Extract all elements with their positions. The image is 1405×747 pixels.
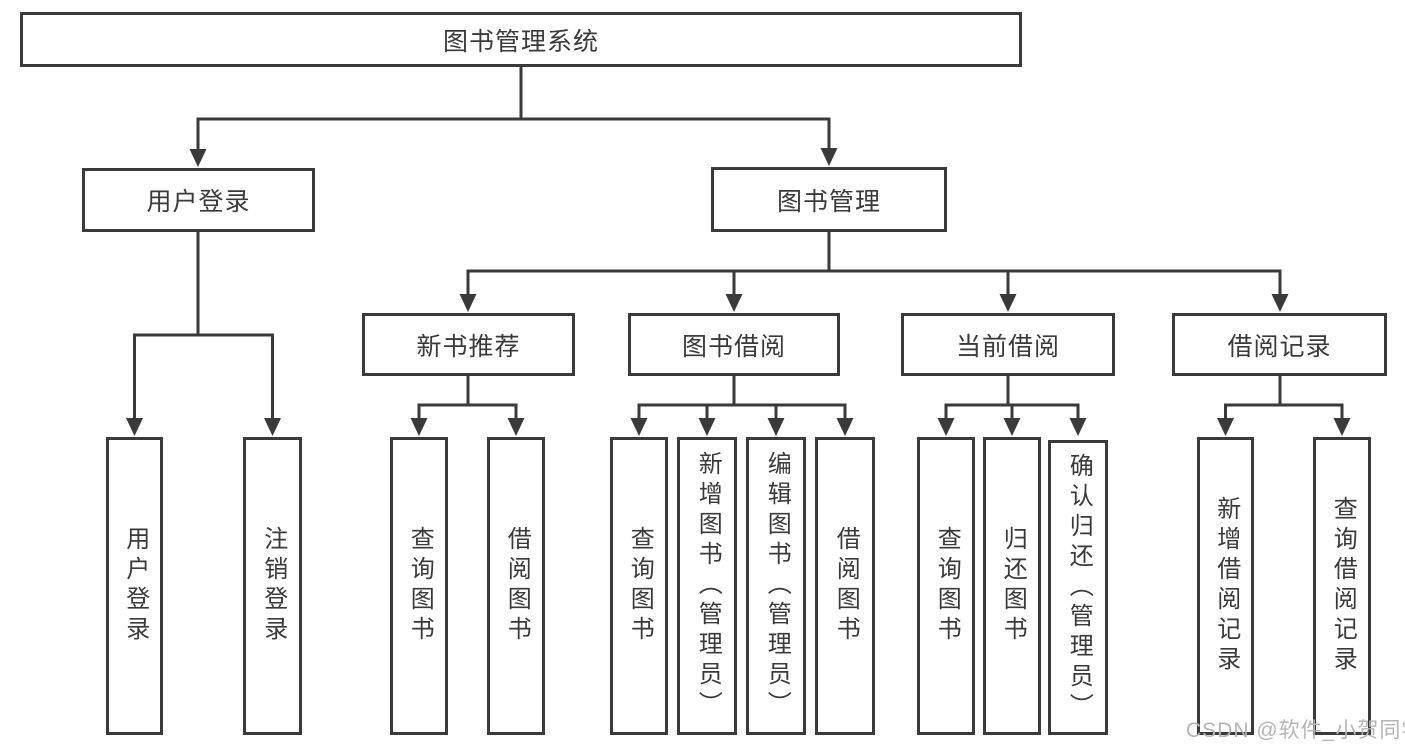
leaf-user-login: 用户登录	[106, 437, 163, 735]
arrowhead	[1069, 418, 1087, 436]
node-borrow-records: 借阅记录	[1172, 313, 1387, 376]
leaf-query-books-3: 查询图书	[917, 437, 975, 735]
node-new-book-recommend-label: 新书推荐	[416, 332, 521, 361]
leaf-query-borrow-record-label: 查询借阅记录	[1329, 496, 1357, 676]
arrowhead	[1003, 418, 1021, 436]
arrowhead	[1333, 418, 1351, 436]
arrowhead	[725, 294, 743, 312]
leaf-query-borrow-record: 查询借阅记录	[1313, 437, 1371, 735]
node-book-management: 图书管理	[711, 167, 947, 232]
connector-user-login-to-leaves	[133, 232, 274, 420]
leaf-add-borrow-record-label: 新增借阅记录	[1212, 496, 1240, 676]
arrowhead	[999, 294, 1017, 312]
leaf-borrow-books-2-label: 借阅图书	[832, 526, 860, 646]
node-book-borrow: 图书借阅	[628, 313, 840, 376]
arrowhead	[189, 149, 207, 167]
watermark: CSDN @软件_小贺同学	[1186, 719, 1405, 742]
leaf-edit-book-admin: 编辑图书（管理员）	[746, 437, 806, 735]
arrowhead	[126, 418, 143, 436]
node-current-borrow: 当前借阅	[901, 313, 1115, 376]
arrowhead	[264, 418, 281, 436]
arrowhead	[767, 418, 785, 436]
node-current-borrow-label: 当前借阅	[955, 332, 1060, 361]
node-borrow-records-label: 借阅记录	[1227, 332, 1332, 361]
leaf-query-books-1: 查询图书	[390, 437, 448, 735]
leaf-user-login-label: 用户登录	[121, 526, 149, 646]
arrowhead	[1217, 418, 1234, 436]
leaf-borrow-books-1: 借阅图书	[487, 437, 545, 735]
leaf-query-books-3-label: 查询图书	[933, 526, 961, 646]
arrowhead	[459, 294, 477, 312]
leaf-query-books-2-label: 查询图书	[626, 526, 654, 646]
arrowhead	[937, 418, 955, 436]
leaf-borrow-books-1-label: 借阅图书	[503, 526, 531, 646]
connector-current-borrow-to-leaves	[944, 376, 1080, 420]
connector-borrow-records-to-leaves	[1224, 376, 1344, 420]
leaf-borrow-books-2: 借阅图书	[815, 437, 875, 735]
leaf-confirm-return-admin-label: 确认归还（管理员）	[1065, 452, 1093, 723]
arrowhead	[836, 418, 854, 436]
leaf-add-book-admin-label: 新增图书（管理员）	[694, 451, 722, 721]
connector-root-to-level2	[196, 67, 831, 151]
node-new-book-recommend: 新书推荐	[362, 313, 575, 376]
node-book-borrow-label: 图书借阅	[681, 332, 786, 361]
arrowhead	[630, 418, 648, 436]
node-root: 图书管理系统	[20, 12, 1022, 67]
leaf-add-borrow-record: 新增借阅记录	[1197, 437, 1254, 735]
leaf-edit-book-admin-label: 编辑图书（管理员）	[763, 451, 791, 721]
node-root-label: 图书管理系统	[442, 27, 599, 56]
connector-book-mgmt-to-level3	[466, 232, 1282, 296]
leaf-add-book-admin: 新增图书（管理员）	[677, 437, 737, 735]
leaf-logout-label: 注销登录	[259, 526, 287, 646]
arrowhead	[410, 418, 428, 436]
node-user-login-label: 用户登录	[146, 188, 251, 216]
arrowhead	[1271, 294, 1289, 312]
connector-book-borrow-to-leaves	[637, 376, 847, 420]
node-book-management-label: 图书管理	[776, 187, 881, 216]
arrowhead	[820, 148, 838, 166]
leaf-query-books-2: 查询图书	[610, 437, 668, 735]
leaf-logout: 注销登录	[243, 437, 302, 735]
connector-new-book-to-leaves	[417, 376, 518, 420]
leaf-confirm-return-admin: 确认归还（管理员）	[1048, 440, 1108, 735]
arrowhead	[698, 418, 716, 436]
arrowhead	[507, 418, 525, 436]
leaf-query-books-1-label: 查询图书	[406, 526, 434, 646]
leaf-return-book-label: 归还图书	[999, 526, 1027, 646]
node-user-login: 用户登录	[82, 168, 315, 232]
leaf-return-book: 归还图书	[983, 437, 1041, 735]
